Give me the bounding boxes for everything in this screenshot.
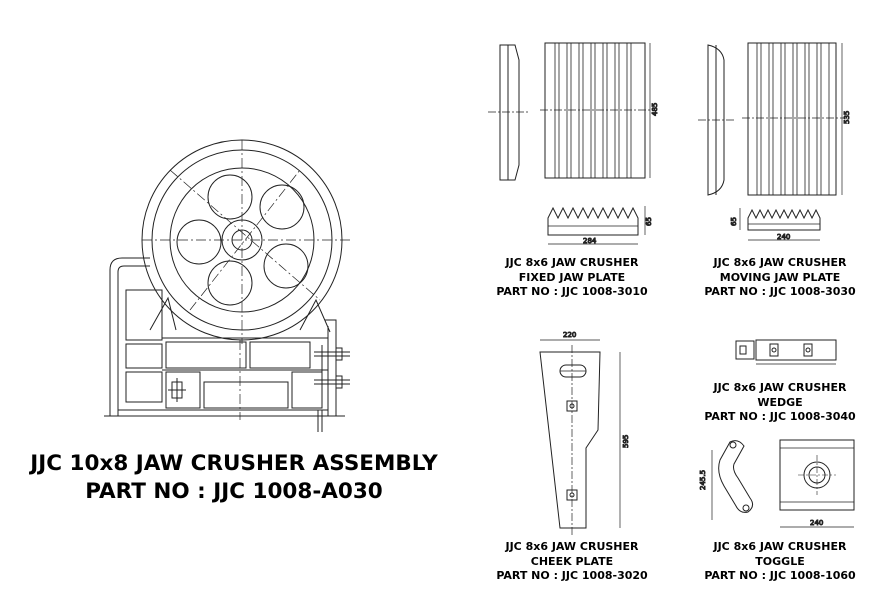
caption-part-name: CHEEK PLATE: [530, 554, 614, 568]
moving-plate-width-dim: 240: [777, 233, 790, 241]
caption-part-name: WEDGE: [757, 395, 803, 409]
cheek-plate-width-dim: 220: [563, 331, 576, 339]
toggle-caption: JJC 8x6 JAW CRUSHER TOGGLE PART NO : JJC…: [688, 540, 872, 584]
toggle-length-dim: 245.5: [699, 470, 707, 490]
moving-jaw-plate-caption: JJC 8x6 JAW CRUSHER MOVING JAW PLATE PAR…: [688, 256, 872, 300]
caption-line: JJC 8x6 JAW CRUSHER: [505, 540, 639, 553]
fixed-plate-tooth-dim: 65: [645, 217, 653, 226]
cheek-plate-caption: JJC 8x6 JAW CRUSHER CHEEK PLATE PART NO …: [480, 540, 664, 584]
caption-part-name: TOGGLE: [755, 554, 805, 568]
caption-part-no: PART NO : JJC 1008-1060: [704, 569, 856, 582]
caption-part-name: FIXED JAW PLATE: [518, 270, 626, 284]
cheek-plate-height-dim: 595: [622, 435, 630, 448]
caption-part-no: PART NO : JJC 1008-3040: [704, 410, 856, 423]
caption-line: JJC 8x6 JAW CRUSHER: [505, 256, 639, 269]
jaw-crusher-assembly-drawing: [104, 139, 350, 432]
assembly-title: JJC 10x8 JAW CRUSHER ASSEMBLY: [30, 451, 438, 476]
moving-plate-height-dim: 535: [843, 111, 851, 124]
wedge-caption: JJC 8x6 JAW CRUSHER WEDGE PART NO : JJC …: [688, 381, 872, 425]
toggle-drawing: [711, 439, 855, 528]
fixed-jaw-plate-drawing: [488, 42, 651, 245]
caption-part-name: MOVING JAW PLATE: [719, 270, 841, 284]
caption-part-no: PART NO : JJC 1008-3020: [496, 569, 648, 582]
cheek-plate-drawing: [539, 339, 621, 535]
moving-jaw-plate-drawing: [698, 42, 845, 241]
fixed-plate-height-dim: 485: [651, 103, 659, 116]
caption-part-no: PART NO : JJC 1008-3030: [704, 285, 856, 298]
assembly-caption: JJC 10x8 JAW CRUSHER ASSEMBLY PART NO : …: [0, 450, 468, 506]
fixed-jaw-plate-caption: JJC 8x6 JAW CRUSHER FIXED JAW PLATE PART…: [480, 256, 664, 300]
wedge-drawing: [735, 339, 837, 365]
toggle-width-dim: 240: [810, 519, 823, 527]
caption-part-no: PART NO : JJC 1008-3010: [496, 285, 648, 298]
moving-plate-tooth-dim: 65: [730, 217, 738, 226]
caption-line: JJC 8x6 JAW CRUSHER: [713, 256, 847, 269]
assembly-part-no: PART NO : JJC 1008-A030: [85, 479, 383, 504]
fixed-plate-width-dim: 284: [583, 237, 597, 245]
caption-line: JJC 8x6 JAW CRUSHER: [713, 381, 847, 394]
caption-line: JJC 8x6 JAW CRUSHER: [713, 540, 847, 553]
